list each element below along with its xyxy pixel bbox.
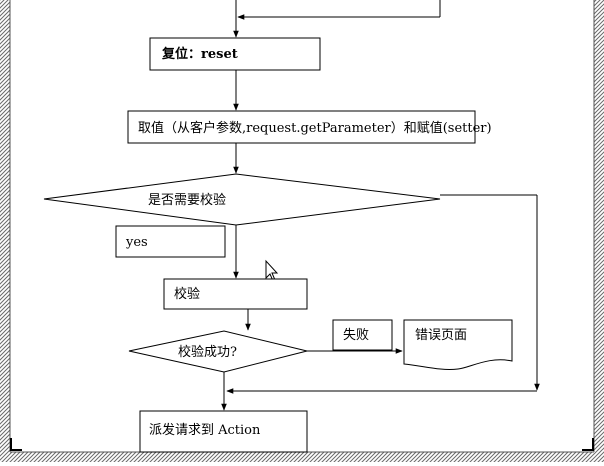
skip-validation-branch bbox=[226, 194, 540, 394]
fail-branch: 失败 bbox=[307, 319, 403, 354]
fetch-assign-label: 取值（从客户参数,request.getParameter）和赋值(setter… bbox=[138, 120, 492, 136]
reset-label: 复位：reset bbox=[161, 46, 238, 62]
reset-step: 复位：reset bbox=[149, 37, 321, 71]
dispatch-step: 派发请求到 Action bbox=[139, 410, 308, 453]
top-connector bbox=[233, 0, 441, 38]
validate-success-label: 校验成功? bbox=[178, 344, 237, 360]
error-page-label: 错误页面 bbox=[415, 328, 467, 343]
need-validation-decision: 是否需要校验 bbox=[43, 173, 441, 226]
validate-step: 校验 bbox=[163, 278, 308, 310]
yes-label: yes bbox=[125, 235, 148, 250]
error-page-document: 错误页面 bbox=[403, 319, 513, 370]
fetch-assign-step: 取值（从客户参数,request.getParameter）和赋值(setter… bbox=[127, 110, 492, 144]
fail-label: 失败 bbox=[343, 328, 369, 343]
yes-label-box: yes bbox=[115, 225, 226, 258]
need-validation-label: 是否需要校验 bbox=[148, 192, 226, 208]
validate-success-decision: 校验成功? bbox=[128, 330, 308, 373]
validate-label: 校验 bbox=[174, 286, 200, 302]
dispatch-label: 派发请求到 Action bbox=[149, 422, 261, 438]
mouse-cursor-icon bbox=[265, 259, 279, 282]
